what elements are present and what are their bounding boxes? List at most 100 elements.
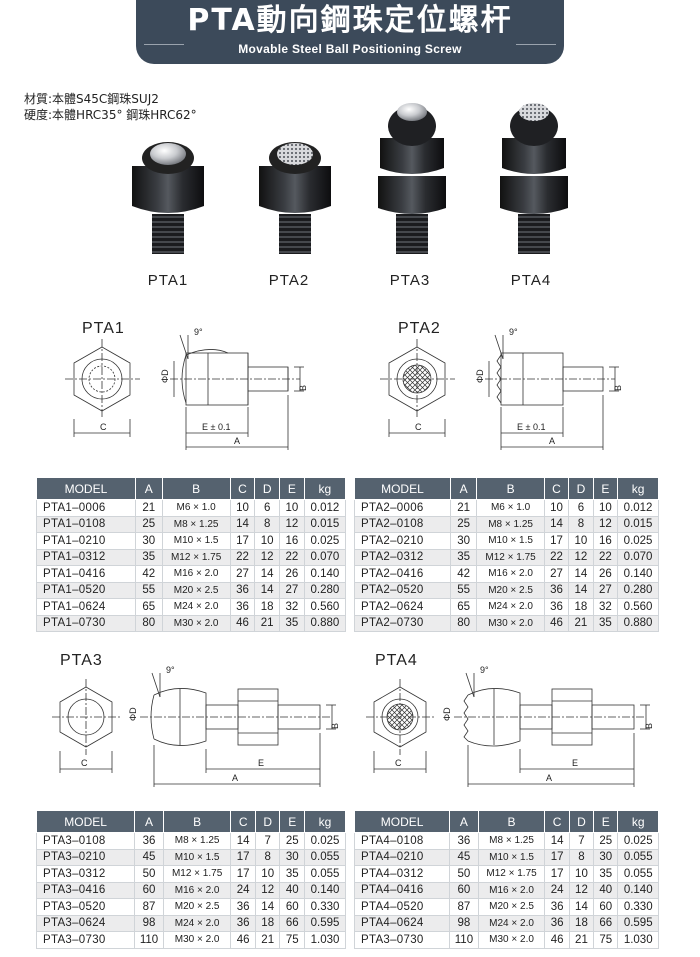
- pta4-photo-label: PTA4: [510, 272, 552, 289]
- cell-kg: 0.140: [303, 565, 347, 583]
- cell-c: 24: [544, 881, 570, 899]
- cell-d: 12: [254, 548, 281, 566]
- cell-d: 12: [568, 548, 594, 566]
- pta4-dim-e: E: [572, 758, 578, 768]
- cell-kg: 0.055: [304, 865, 346, 883]
- cell-e: 16: [592, 532, 619, 550]
- col-a: A: [449, 477, 478, 500]
- banner-rule-right: [516, 44, 556, 45]
- cell-c: 17: [543, 532, 570, 550]
- cell-c: 46: [543, 614, 570, 632]
- cell-a: 30: [134, 532, 163, 550]
- cell-a: 21: [134, 499, 163, 517]
- pta1-photo: [132, 142, 204, 254]
- cell-b: M20 × 2.5: [162, 898, 232, 916]
- cell-model: PTA2–0108: [354, 515, 451, 533]
- cell-model: PTA4–0108: [353, 832, 451, 850]
- cell-kg: 0.140: [304, 881, 346, 899]
- cell-c: 46: [229, 614, 256, 632]
- cell-b: M24 × 2.0: [161, 598, 231, 616]
- cell-model: PTA3–0416: [35, 881, 136, 899]
- cell-kg: 0.595: [617, 914, 659, 932]
- cell-d: 14: [254, 581, 281, 599]
- cell-e: 12: [279, 515, 305, 533]
- col-c: C: [229, 477, 256, 500]
- cell-model: PTA4–0624: [353, 914, 451, 932]
- cell-kg: 0.055: [617, 848, 659, 866]
- page-title: PTA動向鋼珠定位螺杆: [187, 3, 513, 38]
- cell-kg: 0.330: [617, 898, 659, 916]
- cell-e: 66: [279, 914, 306, 932]
- cell-e: 16: [279, 532, 305, 550]
- cell-b: M10 × 1.5: [162, 848, 232, 866]
- cell-b: M30 × 2.0: [161, 614, 231, 632]
- col-c: C: [543, 477, 570, 500]
- cell-kg: 0.025: [304, 832, 346, 850]
- pta4-angle-label: 9°: [480, 665, 489, 675]
- cell-a: 30: [449, 532, 478, 550]
- cell-kg: 0.015: [303, 515, 347, 533]
- col-d: D: [254, 477, 281, 500]
- cell-a: 65: [134, 598, 163, 616]
- cell-d: 6: [568, 499, 594, 517]
- cell-d: 8: [568, 515, 594, 533]
- cell-c: 36: [229, 598, 256, 616]
- pta3-photo: [378, 103, 446, 254]
- cell-model: PTA4–0312: [353, 865, 451, 883]
- cell-b: M20 × 2.5: [161, 581, 231, 599]
- col-d: D: [254, 810, 281, 833]
- cell-kg: 0.560: [303, 598, 347, 616]
- col-model: MODEL: [354, 477, 451, 500]
- cell-a: 110: [449, 931, 479, 949]
- cell-e: 66: [593, 914, 619, 932]
- pta2-dim-phid: ΦD: [475, 369, 485, 383]
- cell-e: 30: [593, 848, 619, 866]
- cell-d: 18: [254, 598, 281, 616]
- cell-d: 18: [254, 914, 281, 932]
- cell-e: 75: [279, 931, 306, 949]
- cell-d: 14: [254, 565, 281, 583]
- cell-d: 10: [568, 865, 595, 883]
- cell-model: PTA2–0006: [354, 499, 451, 517]
- pta4-drawing: C 9° ΦD B E A: [366, 665, 654, 787]
- col-e: E: [592, 477, 619, 500]
- cell-d: 8: [568, 848, 595, 866]
- col-model: MODEL: [36, 477, 136, 500]
- pta3-drawing: C 9° ΦD B E A: [52, 665, 340, 787]
- cell-b: M30 × 2.0: [162, 931, 232, 949]
- cell-kg: 0.070: [303, 548, 347, 566]
- cell-kg: 0.055: [617, 865, 659, 883]
- cell-kg: 0.025: [617, 532, 659, 550]
- pta2-photo: [259, 142, 331, 254]
- cell-a: 110: [134, 931, 164, 949]
- cell-c: 46: [230, 931, 256, 949]
- cell-d: 10: [254, 532, 281, 550]
- cell-model: PTA2–0730: [354, 614, 451, 632]
- cell-c: 17: [230, 848, 256, 866]
- material-spec: 材質:本體S45C鋼珠SUJ2: [24, 92, 159, 106]
- cell-e: 22: [279, 548, 305, 566]
- cell-kg: 0.880: [303, 614, 347, 632]
- pta2-drawing: C 9° ΦD B E ± 0.1 A: [380, 327, 623, 450]
- cell-b: M16 × 2.0: [162, 881, 232, 899]
- cell-model: PTA1–0006: [36, 499, 136, 517]
- cell-c: 10: [543, 499, 570, 517]
- cell-a: 60: [449, 881, 479, 899]
- cell-a: 35: [449, 548, 478, 566]
- cell-b: M30 × 2.0: [477, 931, 546, 949]
- cell-model: PTA1–0730: [36, 614, 136, 632]
- pta4-photo: [500, 103, 568, 254]
- cell-b: M24 × 2.0: [476, 598, 545, 616]
- cell-d: 14: [568, 565, 594, 583]
- cell-e: 25: [279, 832, 306, 850]
- cell-a: 50: [134, 865, 164, 883]
